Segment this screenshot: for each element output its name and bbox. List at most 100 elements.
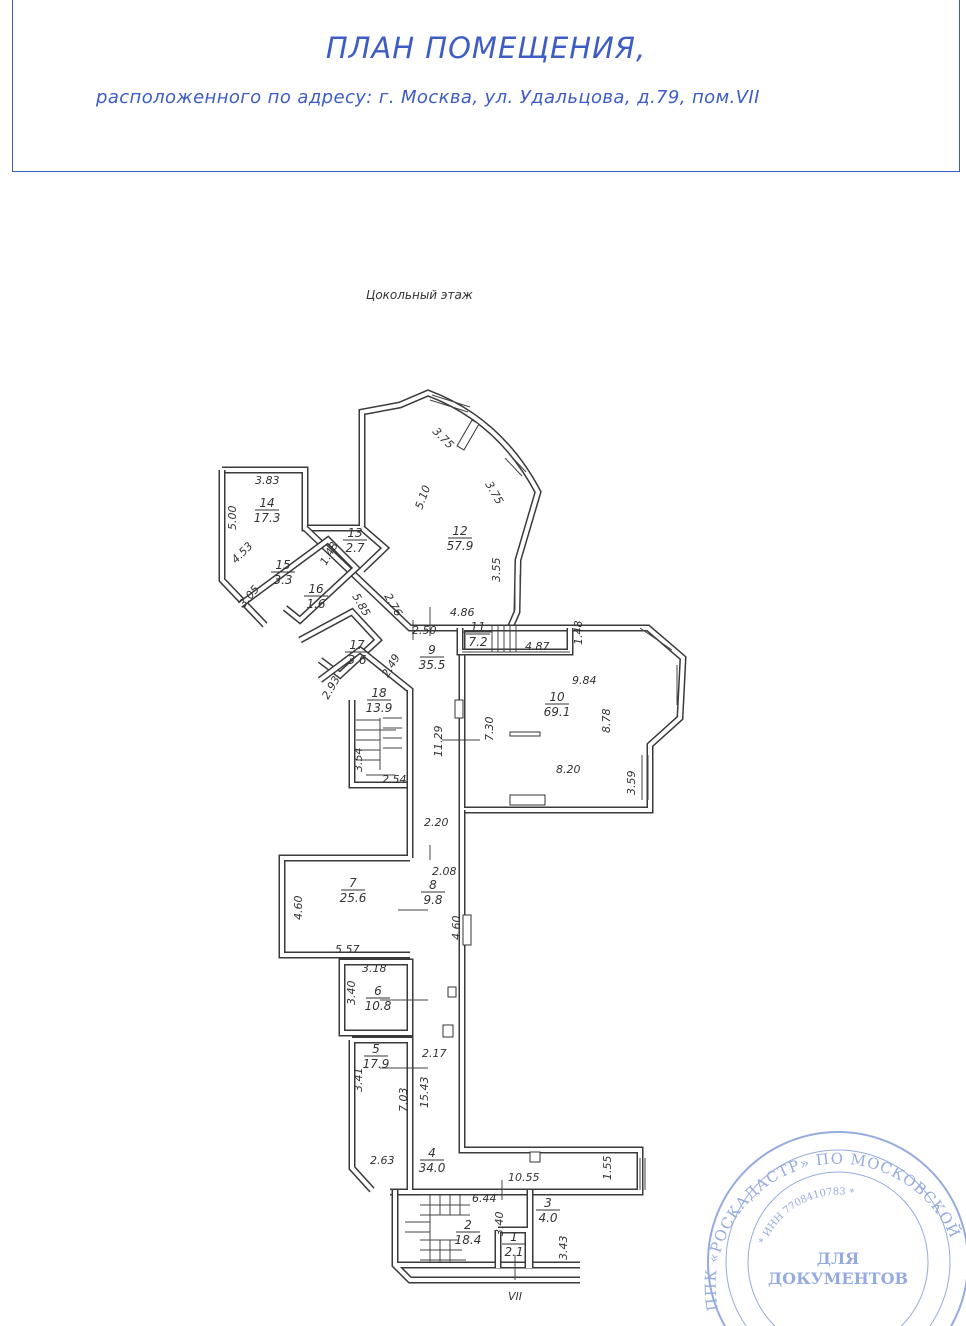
room-area: 7.2: [468, 635, 487, 649]
room-number: 5: [372, 1042, 380, 1056]
dimension-label: 2.20: [424, 816, 449, 829]
column: [447, 986, 457, 998]
room-number: 14: [259, 496, 274, 510]
dimension-label: 9.84: [572, 674, 597, 687]
svg-text:* ИНН 7708410783 *: * ИНН 7708410783 *: [757, 1187, 854, 1246]
room-number: 16: [308, 582, 324, 596]
measurement-marks: [380, 607, 516, 1280]
dimension-label: 8.78: [600, 709, 613, 734]
dimension-label: 2.54: [382, 773, 407, 786]
column: [462, 914, 472, 946]
dimension-label: 3.40: [493, 1212, 506, 1237]
room-number: 9: [428, 643, 436, 657]
room-number: 12: [452, 524, 467, 538]
column: [529, 1151, 541, 1163]
dimension-label: 3.83: [255, 474, 280, 487]
wall-segment: [220, 470, 267, 627]
room-label-16: 161.6: [304, 582, 328, 611]
staircase-11: [462, 626, 570, 653]
room-area: 18.4: [455, 1233, 482, 1247]
dimension-label: 3.55: [490, 558, 503, 583]
room-area: 17.3: [254, 511, 281, 525]
stamp-inn-text: * ИНН 7708410783 *: [757, 1187, 854, 1246]
wall-segment: [280, 690, 412, 957]
room-label-6: 610.8: [365, 984, 392, 1013]
wall-segment: [393, 1190, 580, 1282]
windows: [429, 394, 678, 1190]
plan-title: ПЛАН ПОМЕЩЕНИЯ,: [325, 31, 647, 65]
staircase-2: [405, 1194, 470, 1262]
room-number: 4: [428, 1146, 436, 1160]
radiator: [509, 731, 541, 737]
dimension-label: 7.03: [397, 1088, 410, 1113]
wall-segment: [496, 1190, 532, 1268]
wall-segment: [303, 526, 686, 812]
walls: [218, 389, 687, 1284]
room-number: 11: [470, 620, 485, 634]
room-labels: 12.1218.434.0434.0517.9610.8725.689.8935…: [254, 496, 571, 1259]
wall-segment: [390, 810, 642, 1194]
room-area: 57.9: [447, 539, 474, 553]
room-label-13: 132.7: [343, 526, 367, 555]
dimension-label: 3.18: [362, 962, 387, 975]
dimension-label: 2.63: [370, 1154, 395, 1167]
dimension-label: 5.57: [335, 943, 360, 956]
dimension-label: 4.86: [450, 606, 475, 619]
dimension-label: 11.29: [432, 726, 445, 758]
dimension-label: 3.05: [236, 583, 262, 610]
room-number: 6: [374, 984, 382, 998]
dimension-label: 1.55: [601, 1156, 614, 1181]
plan-details: [356, 394, 678, 1280]
wall-segment: [360, 526, 388, 572]
room-label-2: 218.4: [455, 1218, 482, 1247]
room-number: 2: [464, 1218, 472, 1232]
dimension-label: 15.43: [418, 1077, 431, 1109]
dimension-label: 7.30: [483, 717, 496, 742]
dimension-label: 4.60: [292, 896, 305, 921]
room-area: 13.9: [366, 701, 393, 715]
room-area: 10.8: [365, 999, 392, 1013]
room-area: 35.5: [419, 658, 446, 672]
dimension-label: 2.50: [412, 624, 437, 637]
room-area: 25.6: [340, 891, 367, 905]
column: [454, 699, 464, 719]
dimension-label: 3.43: [557, 1236, 570, 1261]
wall-segment: [222, 390, 541, 629]
dimension-label: 10.55: [508, 1171, 540, 1184]
room-label-15: 153.3: [271, 558, 295, 587]
dimension-label: 3.75: [482, 479, 506, 507]
dimension-label: 6.44: [472, 1192, 497, 1205]
dimension-labels: 3.753.755.103.553.835.004.533.051.485.85…: [226, 425, 638, 1260]
stamp: ППК «РОСКАДАСТР» ПО МОСКОВСКОЙ * ИНН 770…: [702, 1131, 966, 1326]
room-area: 2.7: [345, 541, 364, 555]
room-area: 4.0: [538, 1211, 557, 1225]
exit-label: VII: [508, 1290, 522, 1303]
room-area: 2.1: [504, 1245, 523, 1259]
dimension-label: 1.48: [572, 621, 585, 646]
room-area: 69.1: [544, 705, 571, 719]
dimension-label: 4.53: [229, 540, 256, 567]
dimension-label: 2.17: [422, 1047, 447, 1060]
room-number: 13: [347, 526, 362, 540]
floor-label: Цокольный этаж: [366, 288, 473, 302]
room-number: 18: [371, 686, 387, 700]
room-area: 3.3: [273, 573, 292, 587]
room-label-1: 12.1: [502, 1230, 526, 1259]
room-area: 9.8: [423, 893, 442, 907]
room-area: 34.0: [419, 1161, 446, 1175]
dimension-label: 3.75: [430, 425, 457, 452]
dimension-label: 5.10: [413, 484, 434, 511]
room-area: 1.6: [306, 597, 325, 611]
room-area: 3.6: [347, 653, 366, 667]
room-number: 17: [349, 638, 365, 652]
column: [456, 419, 480, 451]
dimension-label: 2.08: [432, 865, 457, 878]
dimension-label: 4.87: [525, 640, 550, 653]
wall-segment: [238, 537, 359, 623]
dimension-label: 3.54: [352, 748, 365, 773]
wall-segment: [390, 810, 644, 1196]
